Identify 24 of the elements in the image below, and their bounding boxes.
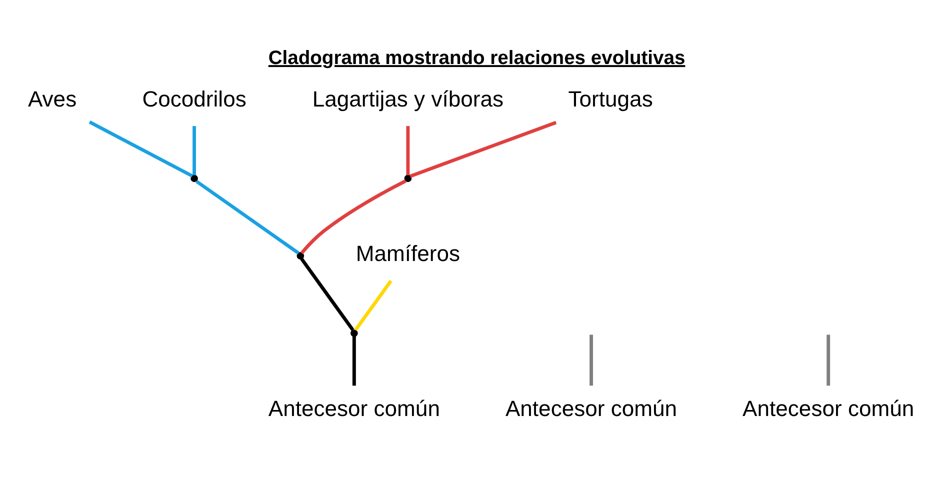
- node-point: [350, 330, 358, 337]
- node-point: [190, 174, 198, 182]
- node-text: Antecesor común: [268, 396, 440, 421]
- connector: [195, 180, 300, 255]
- node-text: Tortugas: [568, 86, 652, 112]
- connector: [354, 280, 392, 332]
- connector: [88, 120, 193, 178]
- node-text: Antecesor común: [504, 396, 677, 421]
- connector: [589, 334, 592, 386]
- diagram-title: Cladograma mostrando relaciones evolutivas: [268, 48, 685, 70]
- connector: [409, 120, 556, 178]
- node-text: Cocodrilos: [142, 86, 246, 112]
- connector: [826, 334, 830, 386]
- node-text: Aves: [27, 86, 76, 112]
- connector: [192, 126, 196, 176]
- connector: [300, 179, 406, 254]
- node-point: [404, 174, 412, 182]
- node-point: [296, 252, 304, 260]
- node-text: Antecesor común: [742, 396, 914, 421]
- connector: [406, 126, 410, 176]
- connector: [300, 258, 354, 332]
- connector: [352, 336, 356, 386]
- node-text: Mamíferos: [355, 241, 460, 266]
- node-text: Lagartijas y víboras: [312, 86, 504, 112]
